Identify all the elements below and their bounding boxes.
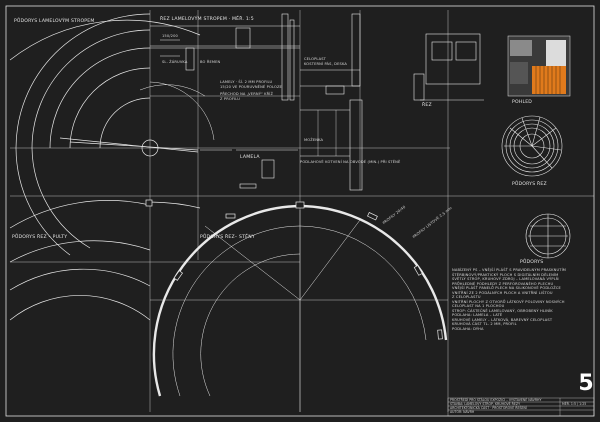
view-pohled — [507, 35, 571, 97]
sheet-number: 5 — [578, 371, 594, 396]
plan-top-arcs — [9, 13, 215, 256]
note-line: Z CELOPLASTU — [452, 295, 481, 299]
note-line: SVĚTLÝ STROP, KRUHOVÝ ZDROJ – LAMELOVANÁ… — [452, 277, 559, 281]
view-pohled-title: POHLED — [512, 100, 533, 105]
section-rez-small — [413, 33, 484, 101]
annotation-mark2: SL. ŽÁRUVKA — [162, 60, 188, 64]
section-top — [150, 13, 300, 189]
title-block-row-3: ARCHITEKTONICKÁ ČÁST · PROSTOROVÉ ŘEŠENÍ — [450, 406, 527, 410]
annotation-profil: Z PROFILU — [220, 97, 241, 101]
plan-pulty-title: PŮDORYS ŘEZ – PULTY — [12, 235, 68, 240]
annotation-prechod: PŘECHOD NA „VERNÝ“ KŘÍŽ — [220, 92, 274, 96]
annotation-celoplast: CELOPLAST — [304, 57, 327, 61]
plan-rez-right-title: PŮDORYS ŘEZ — [512, 182, 547, 187]
note-line: CELOPLAST NA 1 PLOCHOU — [452, 304, 505, 308]
title-block-row-1: PROSTŘEDÍ PRO STÁLOU EXPOZICI – VYSTAVEN… — [450, 398, 542, 402]
plan-top-title: PŮDORYS LAMELOVÝM STROPEM — [14, 19, 95, 24]
title-block-row-2: STAVBA: LAMELOVÝ STROP, KRUHOVÉ ŘEZY — [450, 402, 521, 406]
note-line: STROP: ČÁSTEČNĚ LAMELOVANÝ, OBROBENÝ HLI… — [452, 308, 553, 313]
title-block-frame — [447, 397, 595, 417]
plan-rez-right — [501, 115, 563, 177]
annotation-mark1: 150/200 — [162, 34, 178, 38]
note-line: KRUHOVÉ LAMELY – LÁTKOVÁ, BAREVNÝ CELOPL… — [452, 317, 553, 322]
plan-steny — [150, 201, 448, 412]
annotation-mark3: BO ŘEMEN — [200, 60, 221, 64]
note-line: PODLAHA: LAMELA – LATĚ — [452, 313, 503, 317]
annotation-celoplast-2: KOSTERNÍ PÁS, DESKA — [304, 62, 348, 66]
plan-steny-title: PŮDORYS ŘEZ– STĚNY — [200, 235, 255, 240]
note-line: VNITŘNÍ PLOCHY Z OTVORŮ LÁTKOVÝ POLOVINY… — [452, 299, 565, 304]
note-line: VNITŘNÍ ZE 2 PODÁLNÝCH PLOCH A VNITŘNÍ L… — [452, 290, 553, 295]
annotation-lamely: LAMELY · ŠÍ. 2 MM PROFILU — [220, 80, 273, 84]
section-small-title: ŘEZ — [422, 103, 432, 108]
note-line: ŠTĚRBINOVÝ/PRAKTICKÝ PLOCH S DIGITÁLNÍM … — [452, 272, 559, 277]
lamela-label: LAMELA — [240, 155, 260, 160]
plan-pulty — [9, 199, 201, 321]
section-mid — [300, 13, 363, 191]
plan-small-title: PŮDORYS — [520, 260, 544, 265]
note-line: NABÍZENÝ PS – VNĚJŠÍ PLÁŠŤ S PRAVIDELNÝM… — [452, 268, 567, 272]
annotation-lamely-2: 15/20 VE POURUVNĚNÉ POLOZE — [220, 85, 282, 89]
note-line: PRŮHLEDNÉ PODHLEDY Z PERFOROVANÉHO PLECH… — [452, 281, 554, 286]
title-block-scale: MĚŘ. 1:5 / 1:25 — [562, 402, 587, 406]
annotation-mozek: MOŽENKA — [304, 138, 324, 142]
title-block-row-4: AUTOR: NÁVRH — [450, 410, 475, 414]
note-line: KRUHOVÁ ČÁST TL. 2 MM, PROFIL — [452, 322, 517, 326]
plan-small — [525, 213, 571, 259]
annotation-podlaha: PODLAHOVÉ KOTVENÍ NA OBVODÉ (MIN.) PŘI S… — [300, 160, 401, 164]
note-line: VNĚJŠÍ PLÁŠŤ PANELŮ PLECH NA SILIKONOVÉ … — [452, 286, 561, 290]
section-top-title: ŘEZ LAMELOVÝM STROPEM · MĚŘ. 1:5 — [160, 17, 254, 22]
note-line: PODLAHA: DÝHA — [452, 326, 484, 331]
notes-block: NABÍZENÝ PS – VNĚJŠÍ PLÁŠŤ S PRAVIDELNÝM… — [452, 268, 582, 331]
